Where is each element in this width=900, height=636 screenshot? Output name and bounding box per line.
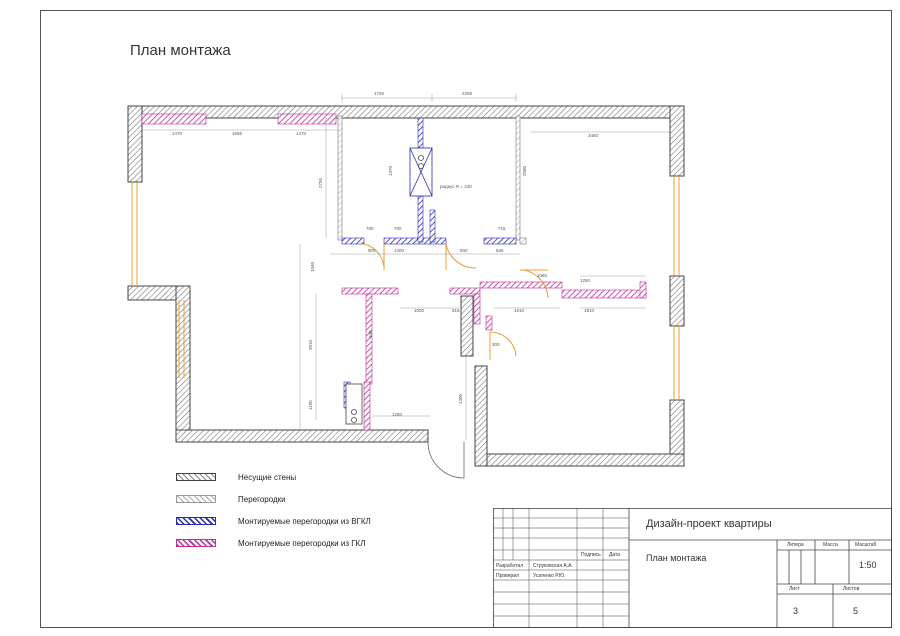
drawing-frame bbox=[40, 10, 892, 628]
dim-625: 625 bbox=[496, 248, 504, 253]
sheet-name: План монтажа bbox=[646, 553, 707, 563]
partitions bbox=[337, 115, 527, 245]
col-masshtab: Масштаб bbox=[855, 542, 877, 548]
dim-1190: 1190 bbox=[308, 400, 313, 410]
dim-1250: 1250 bbox=[580, 278, 591, 283]
dim-1810a: 1810 bbox=[514, 308, 525, 313]
gkl-partitions bbox=[341, 281, 647, 431]
plan-labels: 1720 2205 1470 1665 1470 3480 1370 2755 … bbox=[172, 91, 599, 417]
legend-partitions: Перегородки bbox=[176, 493, 286, 505]
dim-1000: 1000 bbox=[414, 308, 425, 313]
window-sill-right bbox=[277, 113, 337, 125]
col-data: Дата bbox=[609, 552, 621, 558]
dim-700a: 700 bbox=[366, 226, 374, 231]
window-sill-left bbox=[141, 113, 207, 125]
dim-right-room-h: 2580 bbox=[522, 165, 527, 176]
list-number: 3 bbox=[793, 606, 799, 616]
legend-label: Монтируемые перегородки из ГКЛ bbox=[238, 538, 366, 548]
legend-bearing-walls: Несущие стены bbox=[176, 471, 296, 483]
name-checker: Усатенко Р.Ю. bbox=[533, 573, 566, 579]
legend-label: Монтируемые перегородки из ВГКЛ bbox=[238, 516, 371, 526]
dim-1400: 1400 bbox=[394, 248, 405, 253]
bearing-walls bbox=[127, 105, 685, 467]
dim-815: 815 bbox=[452, 308, 460, 313]
scale-value: 1:50 bbox=[859, 560, 877, 570]
dim-930: 930 bbox=[368, 330, 373, 338]
dim-right-room: 3480 bbox=[588, 133, 599, 138]
listov-number: 5 bbox=[853, 606, 859, 616]
legend-swatch-partitions bbox=[176, 495, 216, 503]
dim-1060: 1060 bbox=[537, 273, 548, 278]
title-block: Дизайн-проект квартиры План монтажа Лите… bbox=[493, 508, 892, 628]
legend-swatch-bearing bbox=[176, 473, 216, 481]
dim-715: 715 bbox=[498, 226, 506, 231]
col-podpis: Подпись bbox=[581, 552, 601, 558]
dim-hall-height: 2755 bbox=[318, 177, 323, 188]
page-title: План монтажа bbox=[130, 42, 231, 59]
dimension-lines bbox=[142, 94, 670, 440]
legend-label: Несущие стены bbox=[238, 472, 297, 482]
dim-2010: 2010 bbox=[308, 339, 313, 350]
dim-1260: 1260 bbox=[392, 412, 403, 417]
dim-win-2: 1665 bbox=[232, 131, 243, 136]
dim-300: 300 bbox=[492, 342, 500, 347]
entrance-door bbox=[427, 441, 465, 479]
legend-vgkl: Монтируемые перегородки из ВГКЛ bbox=[176, 515, 371, 527]
col-list: Лист bbox=[789, 586, 800, 592]
dim-1810b: 1810 bbox=[584, 308, 595, 313]
dim-700b: 700 bbox=[394, 226, 402, 231]
col-listov: Листов bbox=[843, 586, 860, 592]
duct-note: радиус R = 240 bbox=[440, 184, 472, 189]
door-swings bbox=[363, 243, 549, 360]
col-massa: Масса bbox=[823, 542, 838, 548]
legend-swatch-vgkl bbox=[176, 517, 216, 525]
legend-gkl: Монтируемые перегородки из ГКЛ bbox=[176, 537, 365, 549]
project-title: Дизайн-проект квартиры bbox=[646, 518, 772, 530]
title-block-grid bbox=[493, 508, 892, 628]
dim-top-1: 1720 bbox=[374, 91, 385, 96]
dim-win-3: 1470 bbox=[296, 131, 307, 136]
dim-800b: 800 bbox=[460, 248, 468, 253]
vent-shaft bbox=[345, 147, 433, 425]
windows bbox=[131, 176, 680, 400]
name-developer: Струковская А.А. bbox=[533, 563, 573, 569]
legend-swatch-gkl bbox=[176, 539, 216, 547]
dim-1040: 1040 bbox=[310, 261, 315, 272]
dim-win-1: 1470 bbox=[172, 131, 183, 136]
col-litera: Литера bbox=[787, 542, 804, 548]
dim-800a: 800 bbox=[368, 248, 376, 253]
dim-1400b: 1400 bbox=[458, 393, 463, 404]
legend-label: Перегородки bbox=[238, 494, 286, 504]
dim-wc-height: 1370 bbox=[388, 165, 393, 176]
role-checker: Проверил bbox=[496, 573, 520, 579]
dim-top-2: 2205 bbox=[462, 91, 473, 96]
role-developer: Разработал bbox=[496, 563, 524, 569]
